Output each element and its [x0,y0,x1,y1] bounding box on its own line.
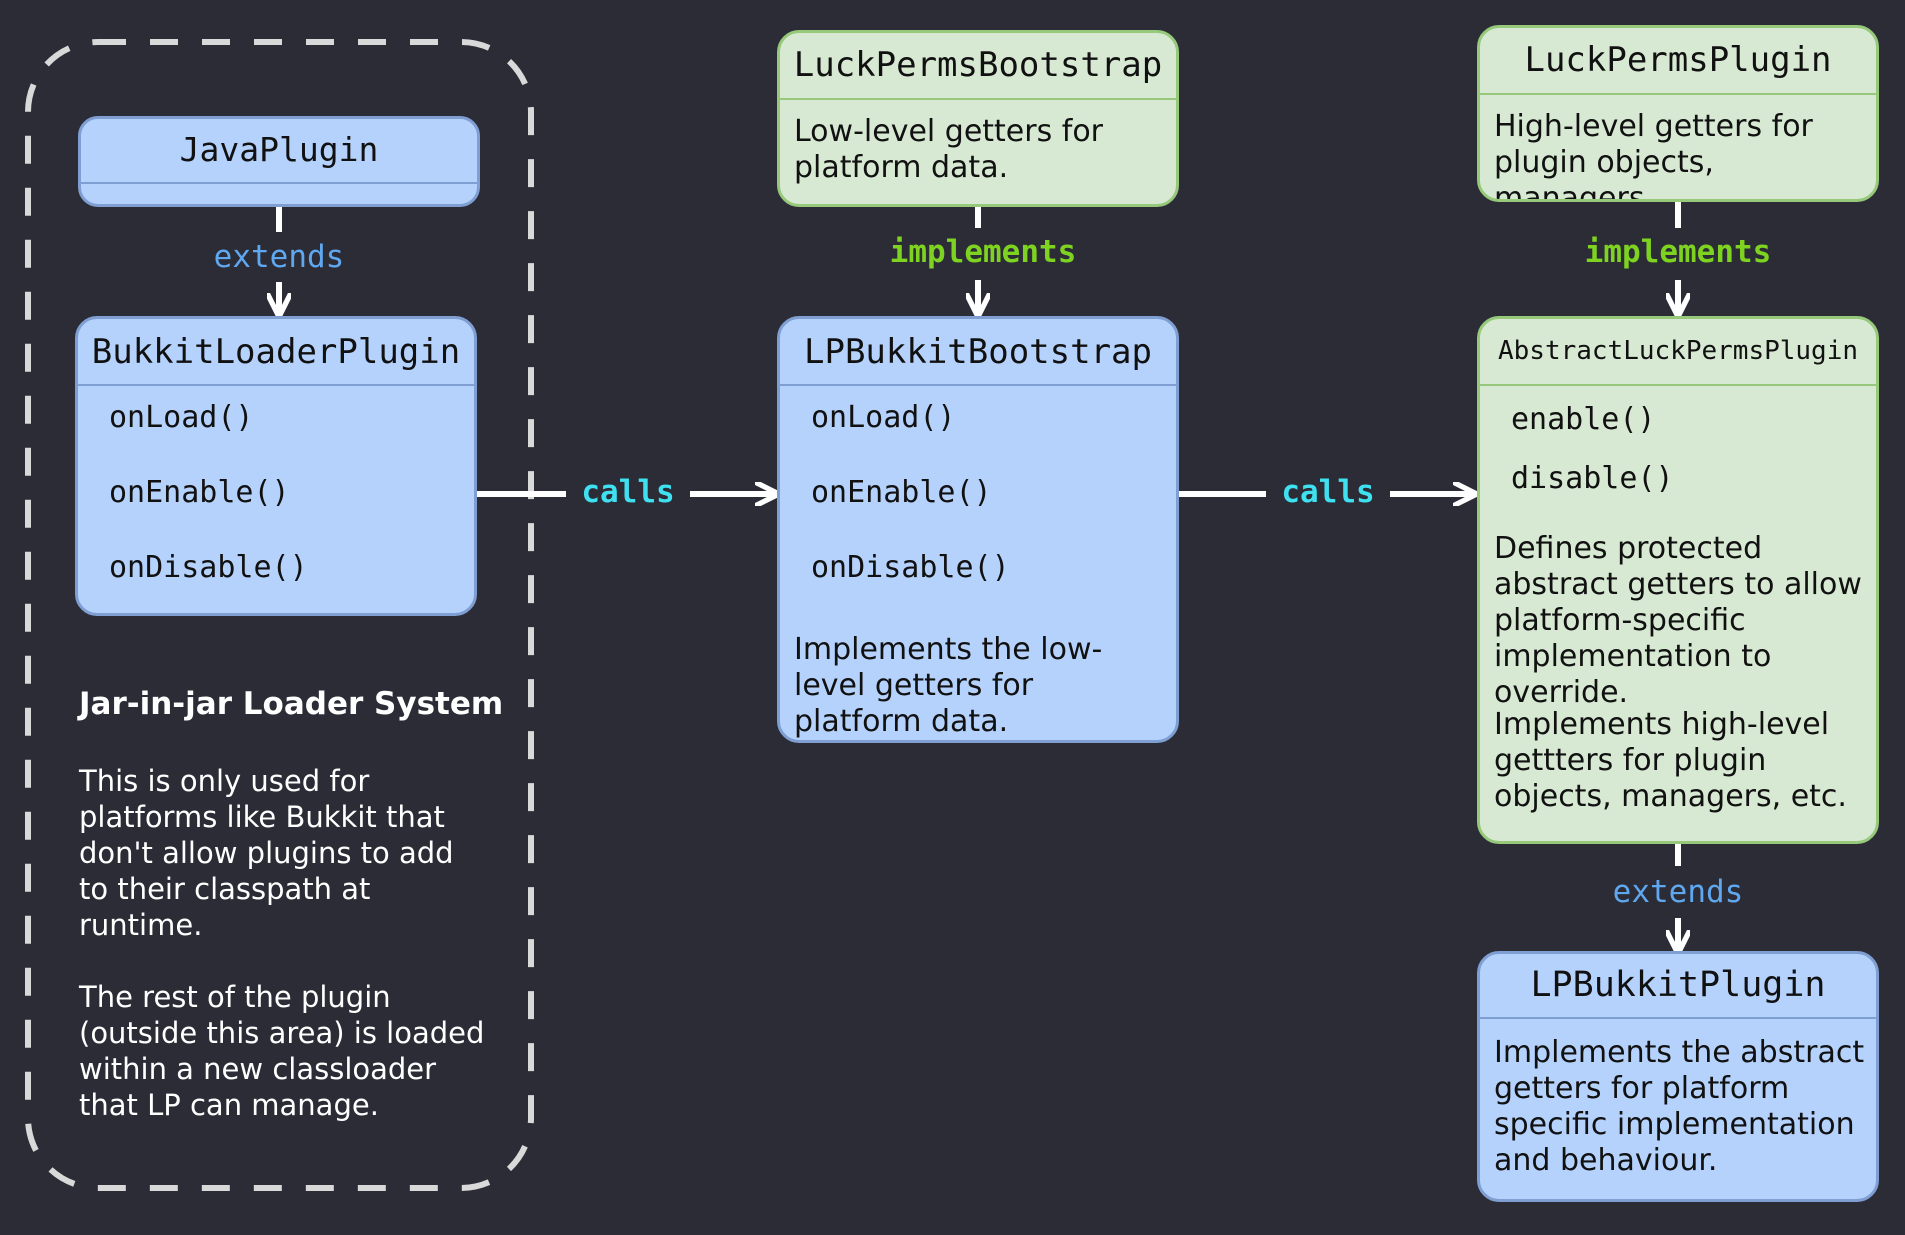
node-description: High-level getters for plugin objects, m… [1494,109,1813,202]
node-lp-bukkit-plugin: LPBukkitPlugin Implements the abstract g… [1477,951,1879,1202]
node-description: Implements the abstract getters for plat… [1494,1035,1865,1178]
node-description: Implements high-level gettters for plugi… [1494,707,1847,814]
node-title: LuckPermsPlugin [1480,28,1876,95]
node-title: AbstractLuckPermsPlugin [1480,319,1876,386]
method-item: onDisable() [109,550,308,585]
edge-label-calls: calls [581,474,675,510]
node-lp-bukkit-bootstrap: LPBukkitBootstrap onLoad() onEnable() on… [777,316,1179,743]
node-abstract-luckperms-plugin: AbstractLuckPermsPlugin enable() disable… [1477,316,1879,844]
node-luckperms-bootstrap: LuckPermsBootstrap Low-level getters for… [777,30,1179,207]
edge-label-extends: extends [1612,874,1744,910]
node-title: BukkitLoaderPlugin [78,319,474,386]
node-title: LuckPermsBootstrap [780,33,1176,100]
edge-label-extends: extends [213,239,345,275]
method-item: onEnable() [109,475,290,510]
method-item: onDisable() [811,550,1010,585]
method-item: onLoad() [109,400,254,435]
method-item: disable() [1511,461,1674,496]
loader-area-border [25,39,534,1191]
loader-area-paragraph: The rest of the plugin (outside this are… [79,980,485,1122]
node-description: Defines protected abstract getters to al… [1494,531,1862,710]
node-luckperms-plugin: LuckPermsPlugin High-level getters for p… [1477,25,1879,202]
method-item: enable() [1511,402,1656,437]
node-description: Implements the low-level getters for pla… [794,632,1103,739]
node-title: JavaPlugin [81,119,477,184]
method-item: onEnable() [811,475,992,510]
loader-area-paragraph: This is only used for platforms like Buk… [79,764,454,942]
edge-label-implements: implements [889,234,1077,270]
loader-area-heading: Jar-in-jar Loader System [79,686,504,722]
node-title: LPBukkitBootstrap [780,319,1176,386]
node-description: Low-level getters for platform data. [794,114,1104,185]
node-bukkit-loader-plugin: BukkitLoaderPlugin onLoad() onEnable() o… [75,316,477,616]
node-java-plugin: JavaPlugin [78,116,480,207]
method-item: onLoad() [811,400,956,435]
edge-label-implements: implements [1584,234,1772,270]
node-title: LPBukkitPlugin [1480,954,1876,1019]
edge-label-calls: calls [1281,474,1375,510]
